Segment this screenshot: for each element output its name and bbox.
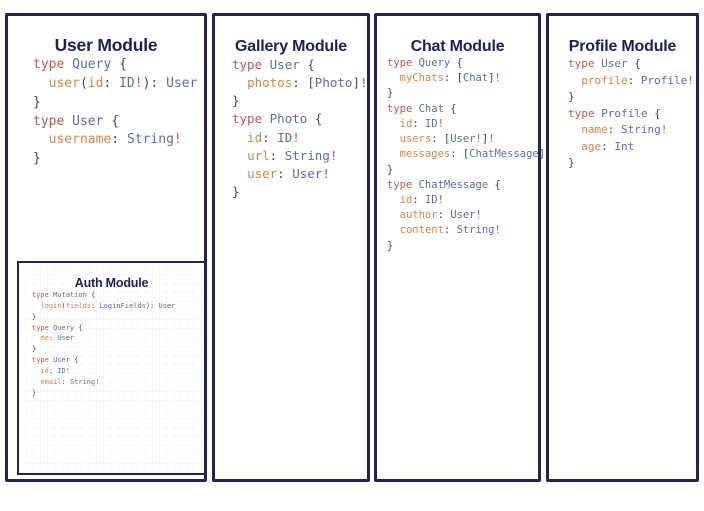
schema-code-block: type Query { myChats: [Chat]! } — [387, 57, 501, 100]
schema-code-block: type User { photos: [Photo]! } — [232, 57, 368, 109]
module-panel-auth: Auth Module type Mutation { login(fields… — [17, 261, 206, 475]
schema-code-block: type Chat { id: ID! users: [User!]! mess… — [387, 102, 551, 176]
schema-code-block: type User { profile: Profile! } — [568, 57, 694, 103]
schema-code-block: type Query { me: User } — [32, 323, 83, 354]
schema-code-block: type Profile { name: String! age: Int } — [568, 106, 668, 170]
schema-code-block: type Query { user(id: ID!): User } — [33, 57, 198, 110]
schema-code-block: type ChatMessage { id: ID! author: User!… — [387, 178, 501, 252]
module-panel-gallery: Gallery Module type User { photos: [Phot… — [212, 13, 370, 482]
schema-code-block: type Mutation { login(fields: LoginField… — [32, 291, 176, 321]
schema-code-block: type Photo { id: ID! url: String! user: … — [232, 111, 338, 199]
schema-code-block: type User { id: ID! email: String! } — [32, 356, 100, 397]
panel-title-user: User Module — [54, 35, 158, 55]
panel-title-auth: Auth Module — [74, 276, 149, 290]
panel-title-gallery: Gallery Module — [235, 38, 347, 55]
panel-title-profile: Profile Module — [568, 38, 677, 55]
module-panel-profile: Profile Module type User { profile: Prof… — [546, 13, 699, 482]
module-panel-user: User Module type Query { user(id: ID!): … — [5, 13, 207, 482]
module-panel-chat: Chat Module type Query { myChats: [Chat]… — [374, 13, 551, 482]
schema-code-block: type User { username: String! } — [33, 113, 182, 167]
panel-title-chat: Chat Module — [410, 38, 505, 55]
